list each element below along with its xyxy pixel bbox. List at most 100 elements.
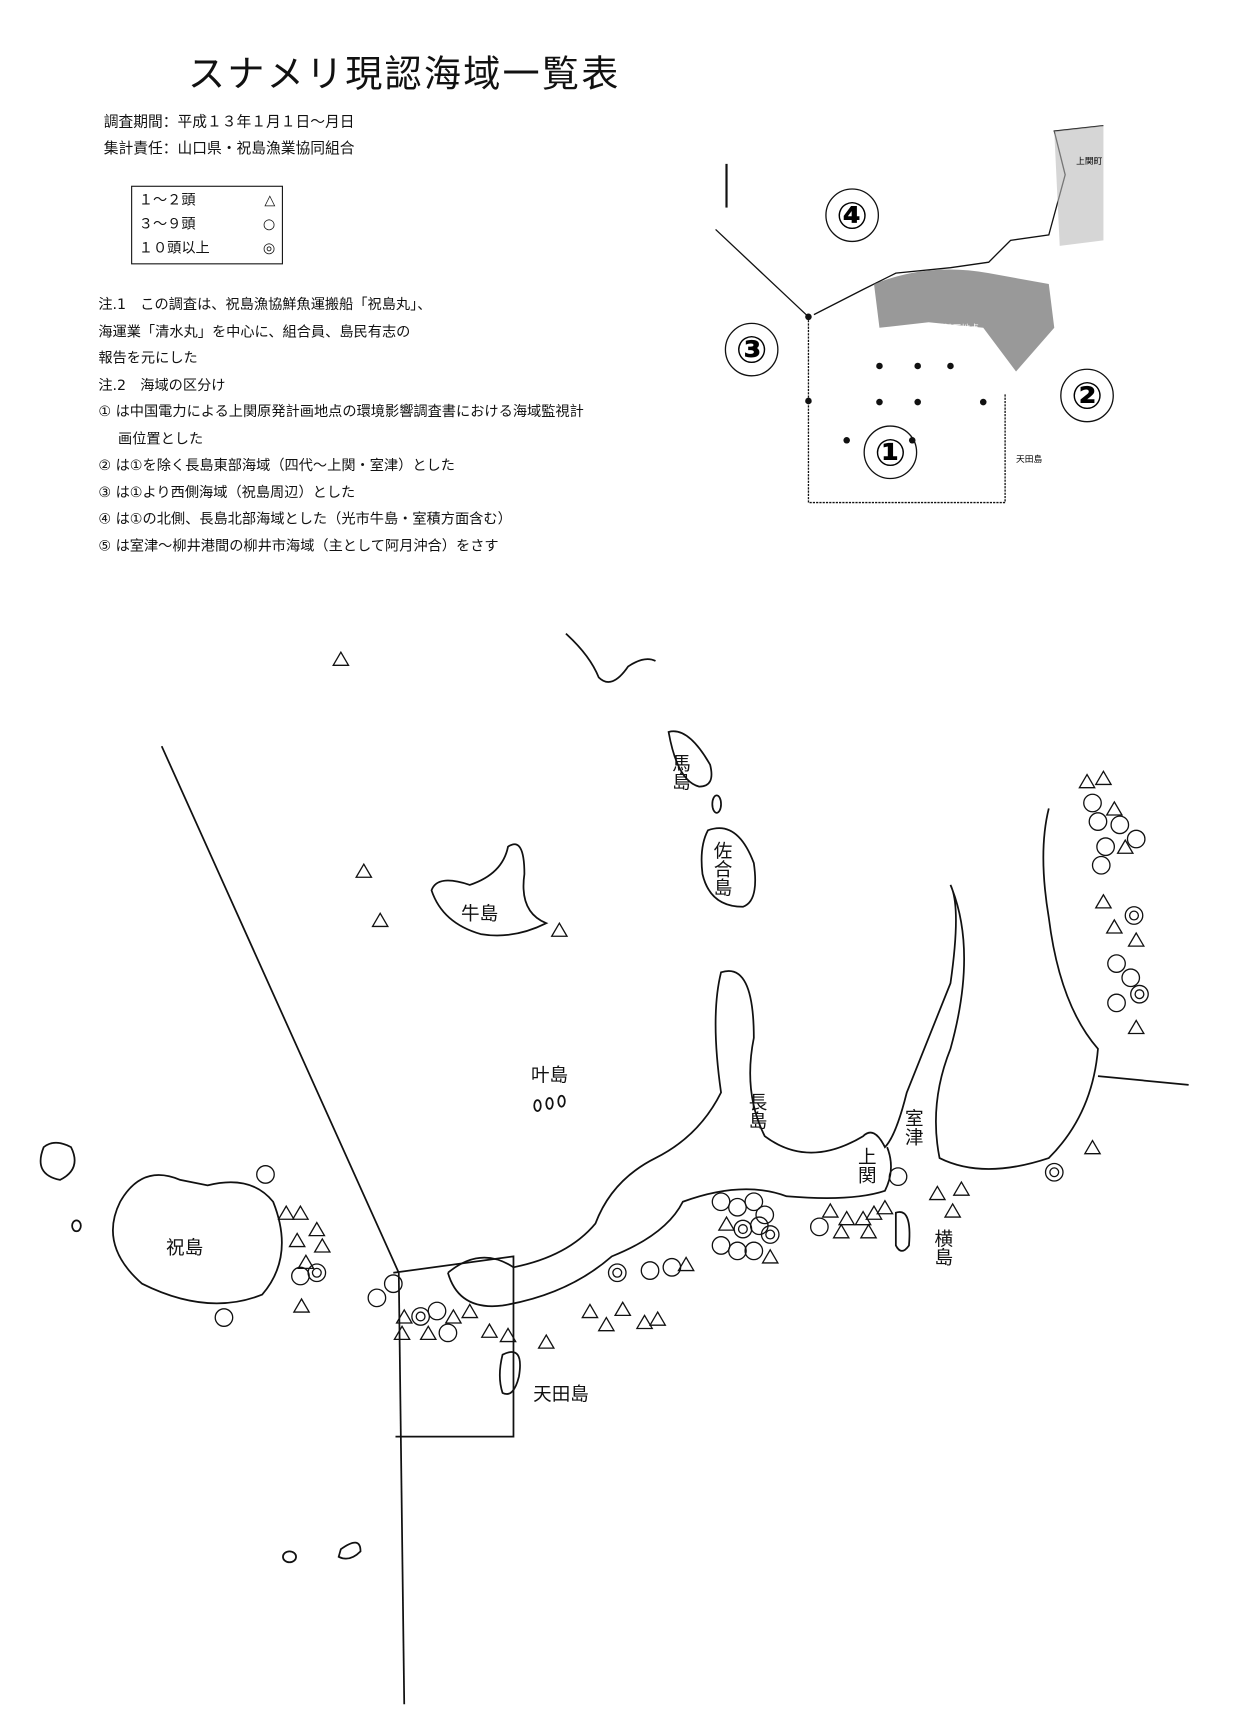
sighting-1-2-triangle: [677, 1256, 695, 1272]
sagoushima-island: [700, 827, 757, 908]
sighting-1-2-triangle: [943, 1202, 962, 1218]
note-line: ③ は①より西側海域（祝島周辺）とした: [98, 484, 356, 501]
sighting-3-9-circle: [1121, 968, 1141, 988]
islet: [711, 794, 722, 814]
sighting-3-9-circle: [744, 1192, 764, 1212]
zone-1-boundary: [807, 316, 1006, 504]
zone-3-label: ③: [736, 329, 767, 372]
sighting-1-2-triangle: [952, 1180, 971, 1196]
note-line: 画位置とした: [117, 430, 204, 448]
coastline-north: [565, 633, 656, 683]
sighting-3-9-circle: [256, 1165, 275, 1184]
notes: 注.1 この調査は、祝島漁協鮮魚運搬船「祝島丸」、 海運業「清水丸」を中心に、組…: [98, 293, 584, 561]
sighting-1-2-triangle: [419, 1324, 438, 1341]
sighting-10plus-double-circle: [411, 1307, 431, 1326]
sighting-1-2-triangle: [297, 1253, 315, 1270]
sighting-3-9-circle: [1126, 829, 1146, 849]
sighting-3-9-circle: [1107, 993, 1126, 1013]
sighting-3-9-circle: [214, 1308, 234, 1327]
nagashima-north-coast: [447, 808, 1099, 1274]
note-line: ② は①を除く長島東部海域（四代～上関・室津）とした: [98, 457, 455, 475]
sighting-3-9-circle: [1091, 855, 1111, 875]
sighting-3-9-circle: [383, 1274, 403, 1294]
islet: [337, 1541, 362, 1560]
sighting-1-2-triangle: [1083, 1139, 1102, 1155]
zone-4-circle: [825, 188, 880, 243]
sighting-1-2-triangle: [832, 1223, 851, 1239]
zone-boundary-east: [1097, 1075, 1189, 1086]
sighting-1-2-triangle: [635, 1314, 654, 1330]
sighting-3-9-circle: [728, 1241, 747, 1261]
sighting-1-2-triangle: [355, 862, 373, 878]
sighting-10plus-double-circle: [1044, 1162, 1064, 1182]
islet: [39, 1141, 76, 1181]
legend-item-3-9: ３～９頭 ○: [139, 213, 276, 237]
sighting-3-9-circle: [1083, 793, 1102, 813]
note-line: 注.1 この調査は、祝島漁協鮮魚運搬船「祝島丸」、: [98, 297, 432, 314]
sighting-3-9-circle: [1107, 954, 1126, 973]
sighting-10plus-double-circle: [607, 1263, 627, 1283]
sighting-1-2-triangle: [291, 1204, 310, 1220]
zone-1-circle: [863, 425, 918, 480]
sighting-3-9-circle: [427, 1301, 447, 1321]
sighting-1-2-triangle: [1094, 893, 1113, 909]
sighting-3-9-circle: [438, 1323, 458, 1343]
sighting-1-2-triangle: [1094, 770, 1113, 786]
umashima-island: [667, 730, 713, 788]
kaminoseki-town-label: 上関町: [1076, 156, 1102, 167]
zone-1-label: ①: [875, 431, 906, 474]
sighting-1-2-triangle: [854, 1210, 872, 1226]
kaminoseki-land: [1054, 125, 1104, 246]
amadajima-island: [498, 1351, 521, 1395]
sighting-1-2-triangle: [1105, 918, 1124, 934]
double-circle-icon: ◎: [262, 240, 276, 257]
zone-4-label: ④: [836, 194, 867, 237]
sagoushima-label: 佐合島: [711, 841, 732, 897]
amadajima-inset-label: 天田島: [1016, 453, 1042, 465]
sighting-1-2-triangle: [292, 1297, 311, 1313]
legend-label: １～２頭: [138, 192, 196, 209]
sighting-3-9-circle: [662, 1257, 682, 1277]
sighting-1-2-triangle: [761, 1248, 780, 1264]
sighting-1-2-triangle: [613, 1300, 632, 1317]
circle-icon: ○: [262, 216, 276, 233]
sighting-10plus-double-circle: [1124, 906, 1144, 925]
sighting-3-9-circle: [755, 1205, 775, 1225]
sighting-1-2-triangle: [288, 1232, 306, 1248]
legend-label: １０頭以上: [138, 240, 210, 257]
sighting-10plus-double-circle: [1130, 984, 1149, 1004]
sighting-3-9-circle: [749, 1216, 769, 1236]
sighting-3-9-circle: [640, 1261, 660, 1280]
sighting-3-9-circle: [744, 1241, 764, 1261]
zone-2-label: ②: [1071, 375, 1102, 418]
ushijima-label: 牛島: [461, 904, 498, 925]
sighting-1-2-triangle: [837, 1210, 856, 1226]
sighting-1-2-triangle: [717, 1215, 736, 1231]
zone-3-circle: [724, 322, 779, 377]
sighting-3-9-circle: [711, 1236, 731, 1255]
sighting-1-2-triangle: [444, 1308, 463, 1324]
iwaishima-label: 祝島: [166, 1238, 203, 1259]
survey-period: 調査期間：平成１３年１月１日～月日: [103, 113, 355, 132]
triangle-icon: △: [264, 192, 276, 209]
legend-label: ３～９頭: [138, 216, 196, 233]
iwaishima-island: [112, 1174, 283, 1305]
responsible-party: 集計責任：山口県・祝島漁業協同組合: [103, 139, 355, 158]
islet: [282, 1550, 297, 1564]
sighting-1-2-triangle: [395, 1308, 414, 1324]
sighting-3-9-circle: [367, 1288, 387, 1308]
sighting-1-2-triangle: [821, 1202, 840, 1218]
note-line: 海運業「清水丸」を中心に、組合員、島民有志の: [98, 323, 411, 341]
ushijima-island: [430, 843, 549, 937]
sighting-1-2-triangle: [1105, 800, 1124, 816]
sighting-3-9-circle: [711, 1192, 731, 1212]
sighting-1-2-triangle: [480, 1322, 499, 1338]
kaminoseki-label: 上関: [855, 1147, 876, 1184]
sighting-1-2-triangle: [393, 1324, 411, 1341]
note-line: ⑤ は室津～柳井港間の柳井市海域（主として阿月沖合）をさす: [98, 538, 499, 555]
sighting-1-2-triangle: [648, 1310, 667, 1326]
sighting-3-9-circle: [1088, 812, 1108, 831]
